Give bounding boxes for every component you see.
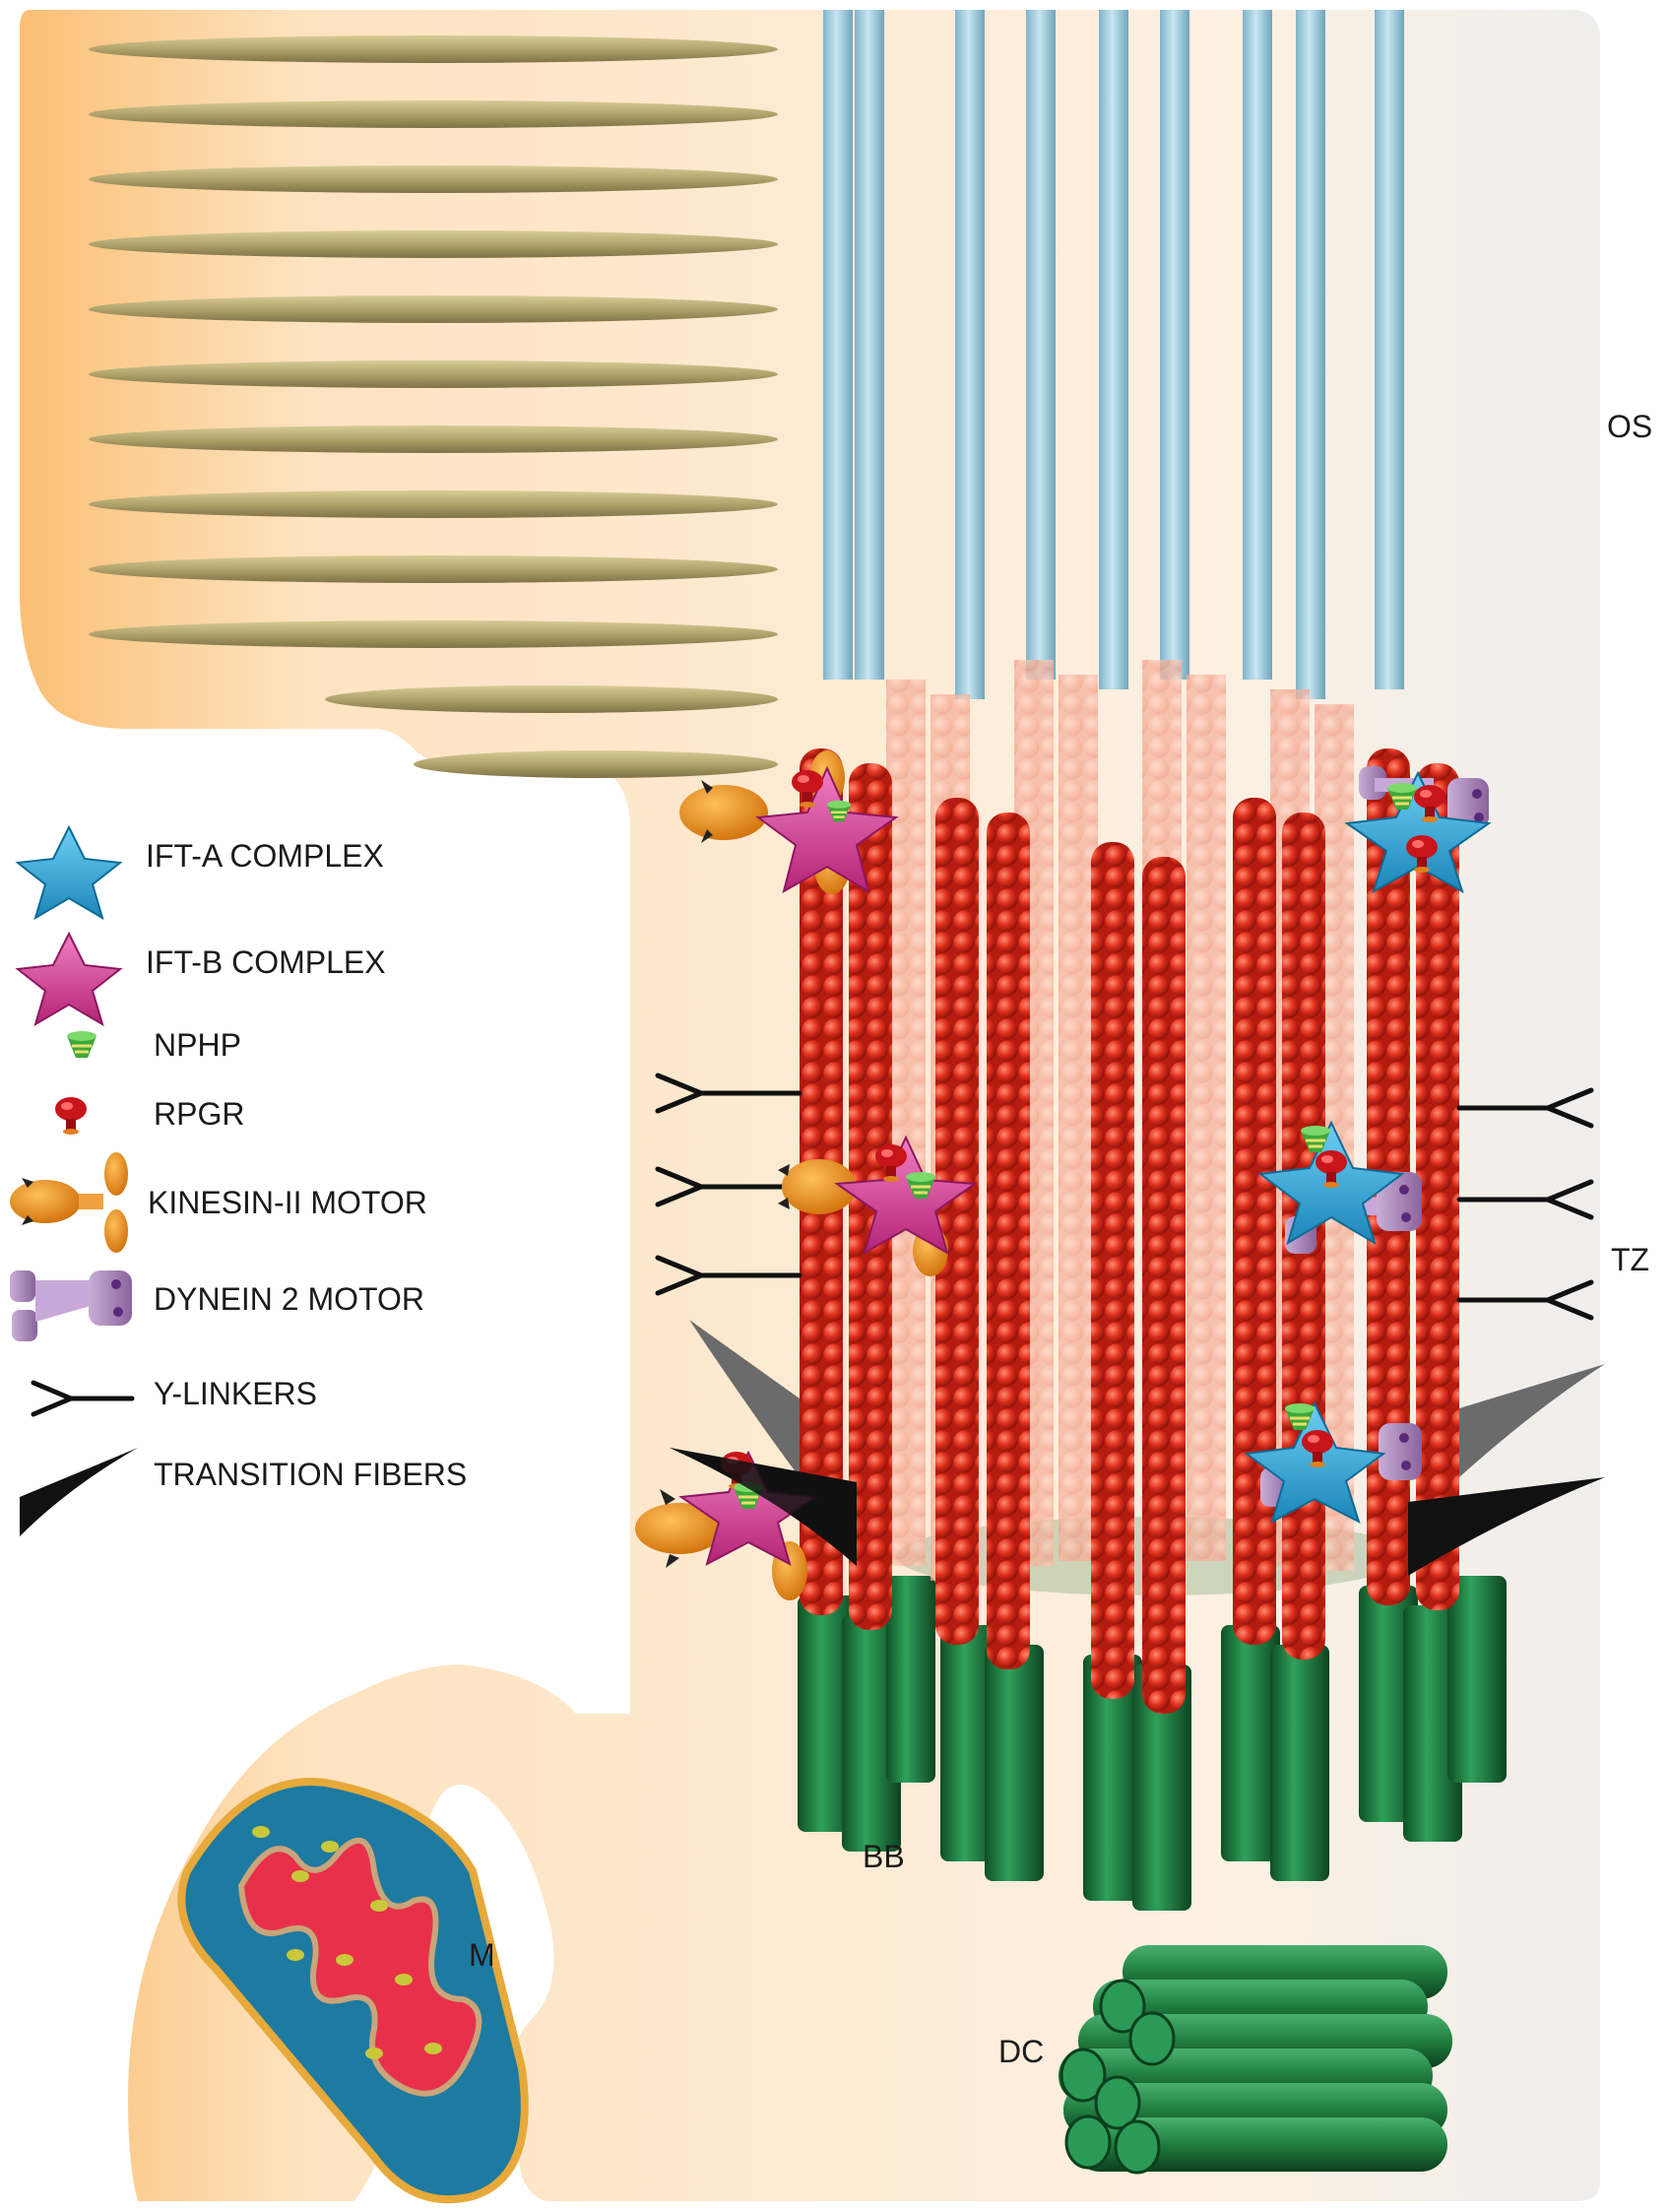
microtubule <box>1026 10 1056 680</box>
blue-star-icon <box>15 824 123 921</box>
disc <box>89 360 778 388</box>
label-m: M <box>469 1937 495 1973</box>
legend-label-dynein: DYNEIN 2 MOTOR <box>154 1281 424 1317</box>
axoneme-microtubules <box>823 10 1404 699</box>
ift-train-lower-right <box>1244 1400 1422 1525</box>
legend-label-nphp: NPHP <box>154 1027 241 1063</box>
daughter-centriole <box>1059 1945 1452 2175</box>
tz-doublet <box>1091 842 1134 1699</box>
label-os: OS <box>1607 409 1652 444</box>
ift-train-top-left <box>679 750 899 894</box>
tz-doublet <box>1416 763 1459 1610</box>
y-linker <box>655 1073 802 1114</box>
purple-motor-icon <box>10 1270 132 1341</box>
tz-doublet <box>1142 857 1186 1714</box>
tz-doublet <box>1233 798 1276 1645</box>
mitochondrion <box>177 1778 529 2204</box>
basal-triplet <box>985 1645 1044 1881</box>
disc <box>89 620 778 648</box>
disc <box>89 555 778 583</box>
ift-train-middle-right <box>1257 1120 1422 1254</box>
y-linker-icon <box>31 1380 135 1417</box>
disc <box>89 165 778 193</box>
transition-fiber-right-lower <box>1408 1477 1605 1576</box>
tz-doublet <box>935 798 979 1645</box>
legend: IFT-A COMPLEX IFT-B COMPLEX NPHP RPGR KI… <box>10 824 467 1536</box>
disc <box>89 35 778 63</box>
legend-label-fiber: TRANSITION FIBERS <box>154 1457 467 1492</box>
ift-train-top-right <box>1344 766 1492 894</box>
microtubule <box>1375 10 1404 689</box>
legend-label-ift-a: IFT-A COMPLEX <box>146 838 384 874</box>
transition-zone <box>800 660 1459 1714</box>
basal-triplet <box>1447 1576 1507 1783</box>
legend-label-ift-b: IFT-B COMPLEX <box>146 944 386 980</box>
y-linkers <box>655 1073 1594 1321</box>
y-linker <box>1456 1279 1594 1321</box>
label-bb: BB <box>863 1839 905 1874</box>
basal-triplet <box>1221 1625 1280 1861</box>
basal-triplet <box>1083 1655 1142 1901</box>
orange-motor-icon <box>10 1152 128 1253</box>
disc <box>89 490 778 518</box>
microtubule <box>1099 10 1128 689</box>
y-linker <box>655 1255 802 1296</box>
red-mushroom-icon <box>55 1097 87 1135</box>
disc <box>89 230 778 258</box>
y-linker <box>1456 1179 1594 1220</box>
basal-triplet <box>1270 1645 1329 1881</box>
membrane-discs <box>89 35 778 778</box>
legend-label-rpgr: RPGR <box>154 1096 244 1132</box>
green-cone-icon <box>65 1029 98 1060</box>
legend-label-ylinker: Y-LINKERS <box>154 1376 317 1411</box>
pink-star-icon <box>15 931 123 1027</box>
basal-triplet <box>1132 1664 1191 1911</box>
basal-triplet <box>886 1576 935 1783</box>
black-wedge-icon <box>20 1448 138 1536</box>
tz-doublet-back <box>1187 675 1226 1561</box>
disc <box>89 295 778 323</box>
legend-label-kinesin: KINESIN-II MOTOR <box>148 1185 427 1220</box>
transition-fiber-right-upper <box>1459 1364 1605 1477</box>
microtubule <box>955 10 985 699</box>
microtubule <box>1243 10 1272 680</box>
microtubule <box>823 10 853 680</box>
label-dc: DC <box>998 2034 1044 2069</box>
disc <box>89 425 778 453</box>
disc <box>414 750 778 778</box>
microtubule <box>855 10 884 680</box>
label-tz: TZ <box>1611 1242 1649 1277</box>
disc <box>89 100 778 128</box>
transition-fiber-left-upper <box>689 1320 800 1477</box>
ift-train-middle-left <box>778 1135 978 1276</box>
microtubule <box>1296 10 1325 699</box>
disc <box>325 685 778 713</box>
microtubule <box>1160 10 1189 680</box>
ift-train-lower-left <box>635 1448 857 1600</box>
tz-doublet <box>987 813 1030 1669</box>
tz-doublet-back <box>886 680 926 1566</box>
y-linker <box>1456 1087 1594 1129</box>
